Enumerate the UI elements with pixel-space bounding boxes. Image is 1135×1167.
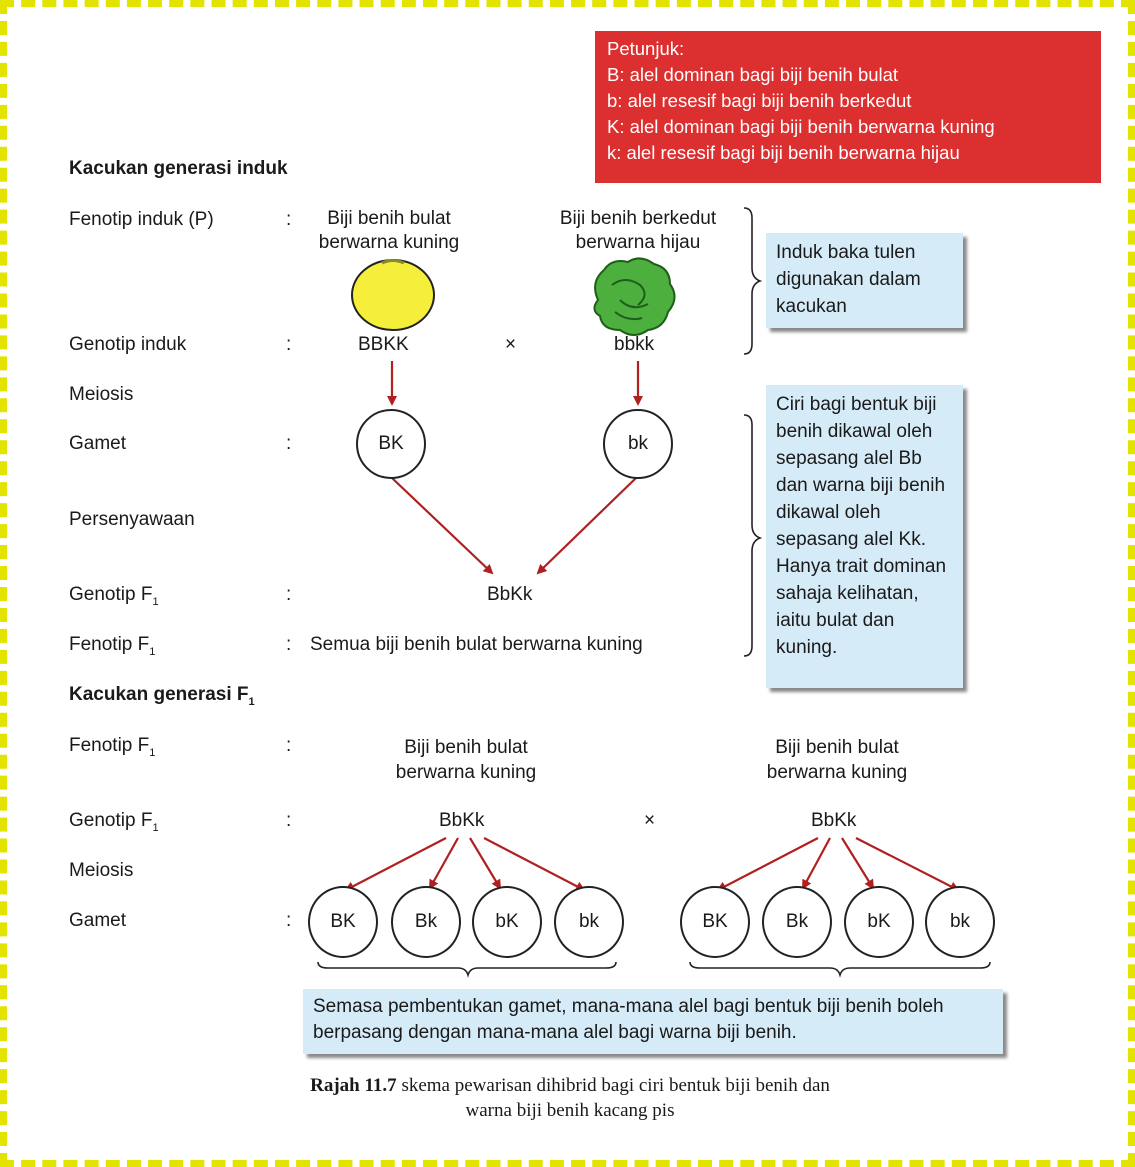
legend-title: Petunjuk: xyxy=(607,38,685,59)
gamete-circle: bk xyxy=(925,886,995,958)
f1-heading: Kacukan generasi F1 xyxy=(69,684,255,708)
colon: : xyxy=(286,910,292,931)
right-parent-phenotype: Biji benih berkedut berwarna hijau xyxy=(559,208,717,253)
label-meiosis: Meiosis xyxy=(69,384,134,405)
arrow xyxy=(536,477,637,575)
gamete-circle: Bk xyxy=(762,886,832,958)
label-fenotip-induk: Fenotip induk (P) xyxy=(69,209,214,230)
note-traits: Ciri bagi bentuk biji benih dikawal oleh… xyxy=(766,385,963,688)
colon: : xyxy=(286,735,292,756)
gamete-circle: Bk xyxy=(391,886,461,958)
label-gamet: Gamet xyxy=(69,433,127,454)
gamete-circle: BK xyxy=(680,886,750,958)
cross-symbol: × xyxy=(505,334,517,355)
brace xyxy=(743,414,763,657)
arrow xyxy=(483,837,586,891)
colon: : xyxy=(286,584,292,605)
brace xyxy=(689,961,991,978)
arrow xyxy=(802,837,831,890)
note-gamete-formation: Semasa pembentukan gamet, mana-mana alel… xyxy=(303,989,1003,1054)
caption-line-2: warna biji benih kacang pis xyxy=(465,1100,675,1121)
label-genotip-f1: Genotip F1 xyxy=(69,584,159,608)
label-genotip-induk: Genotip induk xyxy=(69,334,187,355)
label-fenotip-f1-cross: Fenotip F1 xyxy=(69,735,156,759)
label-gamet-f1: Gamet xyxy=(69,910,127,931)
round-yellow-seed-icon xyxy=(351,259,435,331)
f1-phenotype: Semua biji benih bulat berwarna kuning xyxy=(310,634,643,655)
colon: : xyxy=(286,634,292,655)
arrow xyxy=(391,477,494,575)
gamete-circle: bK xyxy=(844,886,914,958)
arrow xyxy=(429,837,459,890)
colon: : xyxy=(286,209,292,230)
caption-line-1: skema pewarisan dihibrid bagi ciri bentu… xyxy=(401,1075,830,1096)
gamete-circle: bk xyxy=(554,886,624,958)
label-persenyawaan: Persenyawaan xyxy=(69,509,195,530)
legend-line: b: alel resesif bagi biji benih berkedut xyxy=(607,90,912,111)
colon: : xyxy=(286,810,292,831)
legend-line: B: alel dominan bagi biji benih bulat xyxy=(607,64,899,85)
figure-number: Rajah 11.7 xyxy=(310,1075,397,1096)
brace xyxy=(317,961,617,978)
arrow xyxy=(841,837,875,890)
arrow xyxy=(469,837,502,890)
arrow xyxy=(344,837,447,891)
right-parent-genotype: bbkk xyxy=(614,334,655,355)
parental-heading: Kacukan generasi induk xyxy=(69,158,288,179)
arrow xyxy=(716,837,819,891)
left-f1-phenotype: Biji benih bulat berwarna kuning xyxy=(395,737,537,783)
arrow xyxy=(855,837,960,891)
label-fenotip-f1: Fenotip F1 xyxy=(69,634,156,658)
cross-symbol: × xyxy=(644,810,656,831)
wrinkled-green-seed-icon xyxy=(593,257,676,336)
gamete-circle: bk xyxy=(603,409,673,479)
right-f1-genotype: BbKk xyxy=(811,810,857,831)
brace xyxy=(743,207,763,355)
legend-box: Petunjuk: B: alel dominan bagi biji beni… xyxy=(595,31,1101,183)
right-f1-phenotype: Biji benih bulat berwarna kuning xyxy=(766,737,908,783)
colon: : xyxy=(286,334,292,355)
left-parent-genotype: BBKK xyxy=(358,334,409,355)
label-genotip-f1-cross: Genotip F1 xyxy=(69,810,159,834)
colon: : xyxy=(286,433,292,454)
legend-line: k: alel resesif bagi biji benih berwarna… xyxy=(607,142,960,163)
note-pure-breed: Induk baka tulen digunakan dalam kacukan xyxy=(766,233,963,328)
figure-caption: Rajah 11.7 skema pewarisan dihibrid bagi… xyxy=(140,1073,1000,1123)
left-parent-phenotype: Biji benih bulat berwarna kuning xyxy=(318,208,460,253)
gamete-circle: bK xyxy=(472,886,542,958)
gamete-circle: BK xyxy=(356,409,426,479)
gamete-circle: BK xyxy=(308,886,378,958)
label-meiosis-f1: Meiosis xyxy=(69,860,134,881)
left-f1-genotype: BbKk xyxy=(439,810,485,831)
f1-genotype: BbKk xyxy=(487,584,533,605)
legend-line: K: alel dominan bagi biji benih berwarna… xyxy=(607,116,995,137)
